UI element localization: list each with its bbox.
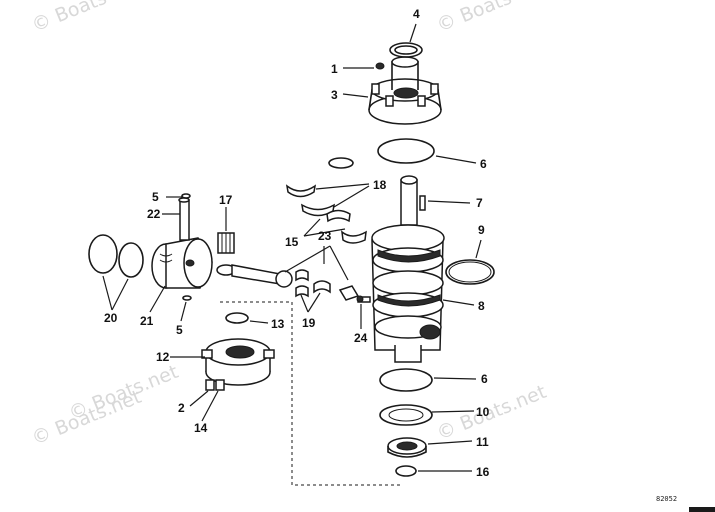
- callout-19: 19: [302, 316, 316, 330]
- callout-24: 24: [354, 331, 368, 345]
- pin-retainer: [181, 193, 191, 199]
- callout-17: 17: [219, 193, 233, 207]
- retaining-ring-large-inner: [448, 261, 492, 283]
- pin-retainer: [182, 295, 192, 301]
- o-ring-upper: [377, 138, 435, 164]
- callout-18: 18: [373, 178, 387, 192]
- callout-13: 13: [271, 317, 285, 331]
- callout-23: 23: [318, 229, 332, 243]
- housing-seal: [225, 312, 249, 324]
- seal-ring: [389, 42, 423, 58]
- callout-4: 4: [413, 7, 420, 21]
- callout-6: 6: [481, 372, 488, 386]
- callout-12: 12: [156, 350, 170, 364]
- callout-1: 1: [331, 62, 338, 76]
- needle-bearing: [217, 232, 235, 254]
- callout-6: 6: [480, 157, 487, 171]
- callout-5: 5: [176, 323, 183, 337]
- callout-3: 3: [331, 88, 338, 102]
- watermark-text: © Boats.net: [434, 381, 550, 445]
- assembly-outline: [220, 301, 402, 486]
- callout-11: 11: [476, 435, 489, 449]
- callout-20: 20: [104, 311, 118, 325]
- rod-cap: [338, 285, 360, 301]
- seal-ring-inner: [394, 45, 418, 55]
- callout-9: 9: [478, 223, 485, 237]
- callout-22: 22: [147, 207, 161, 221]
- callout-7: 7: [476, 196, 483, 210]
- retaining-ring-small: [395, 465, 417, 477]
- piston-ring: [88, 234, 118, 274]
- lower-seal-inner: [388, 408, 424, 422]
- piston: [151, 237, 213, 289]
- rod-cap-bearing: [313, 280, 331, 294]
- crankshaft: [371, 175, 445, 363]
- callout-5: 5: [152, 190, 159, 204]
- callout-2: 2: [178, 401, 185, 415]
- dowel-pin: [375, 62, 385, 70]
- upper-bearing-housing: [368, 56, 442, 125]
- callout-10: 10: [476, 405, 490, 419]
- callout-21: 21: [140, 314, 154, 328]
- callout-15: 15: [285, 235, 299, 249]
- wrist-pin: [178, 197, 190, 241]
- retaining-ring-large: [445, 259, 495, 285]
- woodruff-key: [419, 195, 426, 211]
- watermark-text: © Boats.net: [66, 361, 182, 425]
- rod-cap-bearing: [295, 285, 309, 298]
- screw: [215, 379, 225, 391]
- callout-14: 14: [194, 421, 208, 435]
- lower-bearing-housing: [201, 338, 275, 386]
- connecting-rod: [216, 264, 293, 288]
- corner-mark: [689, 507, 715, 512]
- rod-cap-bearing: [295, 269, 309, 282]
- screw: [205, 379, 215, 391]
- drawing-code: 82052: [656, 495, 677, 503]
- lower-seal: [379, 404, 433, 426]
- rod-bolt: [356, 295, 371, 303]
- callout-16: 16: [476, 465, 490, 479]
- o-ring-lower: [379, 368, 433, 392]
- piston-ring: [118, 242, 144, 278]
- watermark-text: © Boats: [29, 0, 110, 37]
- watermark-text: © Boats: [434, 0, 515, 37]
- ball-bearing: [387, 437, 427, 458]
- callout-8: 8: [478, 299, 485, 313]
- bearing-halves: [285, 157, 367, 244]
